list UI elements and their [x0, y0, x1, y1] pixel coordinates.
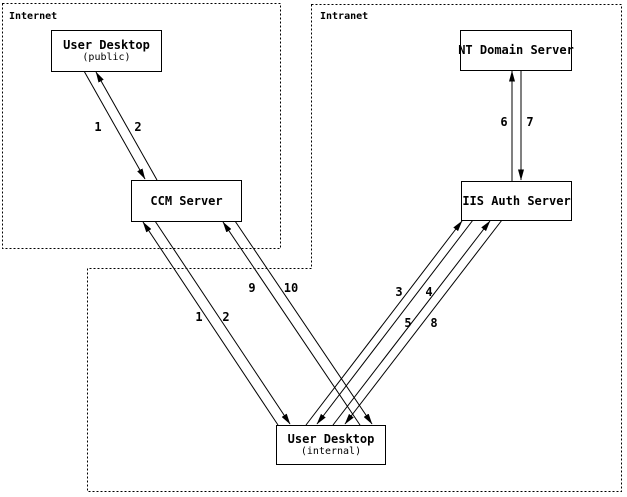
node-title: NT Domain Server — [458, 43, 574, 57]
zone-label-internet: Internet — [9, 11, 58, 22]
flow-line-ccm-server-to-user-desktop-internal-10 — [234, 220, 373, 425]
flow-line-user-desktop-internal-to-ccm-server-9 — [222, 221, 361, 426]
flow-label-4: 4 — [425, 285, 433, 299]
node-subtitle: (internal) — [300, 446, 362, 457]
flow-line-user-desktop-internal-to-iis-auth-server-5 — [332, 220, 491, 426]
flow-line-ccm-server-to-user-desktop-internal-2 — [154, 220, 291, 425]
node-subtitle: (public) — [82, 52, 131, 63]
flow-label-6: 6 — [500, 115, 508, 129]
flow-label-5: 5 — [404, 316, 412, 330]
flow-line-user-desktop-internal-to-iis-auth-server-3 — [305, 220, 463, 426]
node-title: IIS Auth Server — [462, 193, 571, 208]
node-title: User Desktop — [63, 38, 150, 52]
node-nt-domain-server: NT Domain Server — [458, 30, 574, 71]
flow-line-iis-auth-server-to-user-desktop-internal-8 — [344, 219, 503, 425]
flow-label-1: 1 — [195, 310, 203, 324]
flow-label-2: 2 — [222, 310, 230, 324]
flow-label-8: 8 — [430, 316, 438, 330]
flow-arrows-group — [83, 70, 524, 426]
intranet-zone-border — [87, 4, 622, 492]
flow-label-10: 10 — [283, 281, 299, 295]
flow-line-ccm-server-to-user-desktop-public-2 — [95, 71, 158, 181]
zone-label-intranet: Intranet — [320, 11, 369, 22]
flow-label-2: 2 — [134, 120, 142, 134]
flow-line-user-desktop-public-to-ccm-server-1 — [83, 70, 146, 180]
flow-label-3: 3 — [395, 285, 403, 299]
flow-label-9: 9 — [248, 281, 256, 295]
node-title: CCM Server — [150, 193, 223, 208]
node-user-desktop-public: User Desktop (public) — [51, 30, 162, 72]
flow-line-iis-auth-server-to-user-desktop-internal-4 — [316, 219, 474, 425]
internet-zone-border — [2, 3, 281, 249]
flow-label-1: 1 — [94, 120, 102, 134]
flow-label-7: 7 — [526, 115, 534, 129]
flow-line-user-desktop-internal-to-ccm-server-1 — [142, 221, 279, 426]
node-title: User Desktop — [287, 432, 375, 446]
node-iis-auth-server: IIS Auth Server — [461, 181, 572, 221]
node-ccm-server: CCM Server — [131, 180, 242, 222]
node-user-desktop-internal: User Desktop (internal) — [276, 425, 386, 465]
